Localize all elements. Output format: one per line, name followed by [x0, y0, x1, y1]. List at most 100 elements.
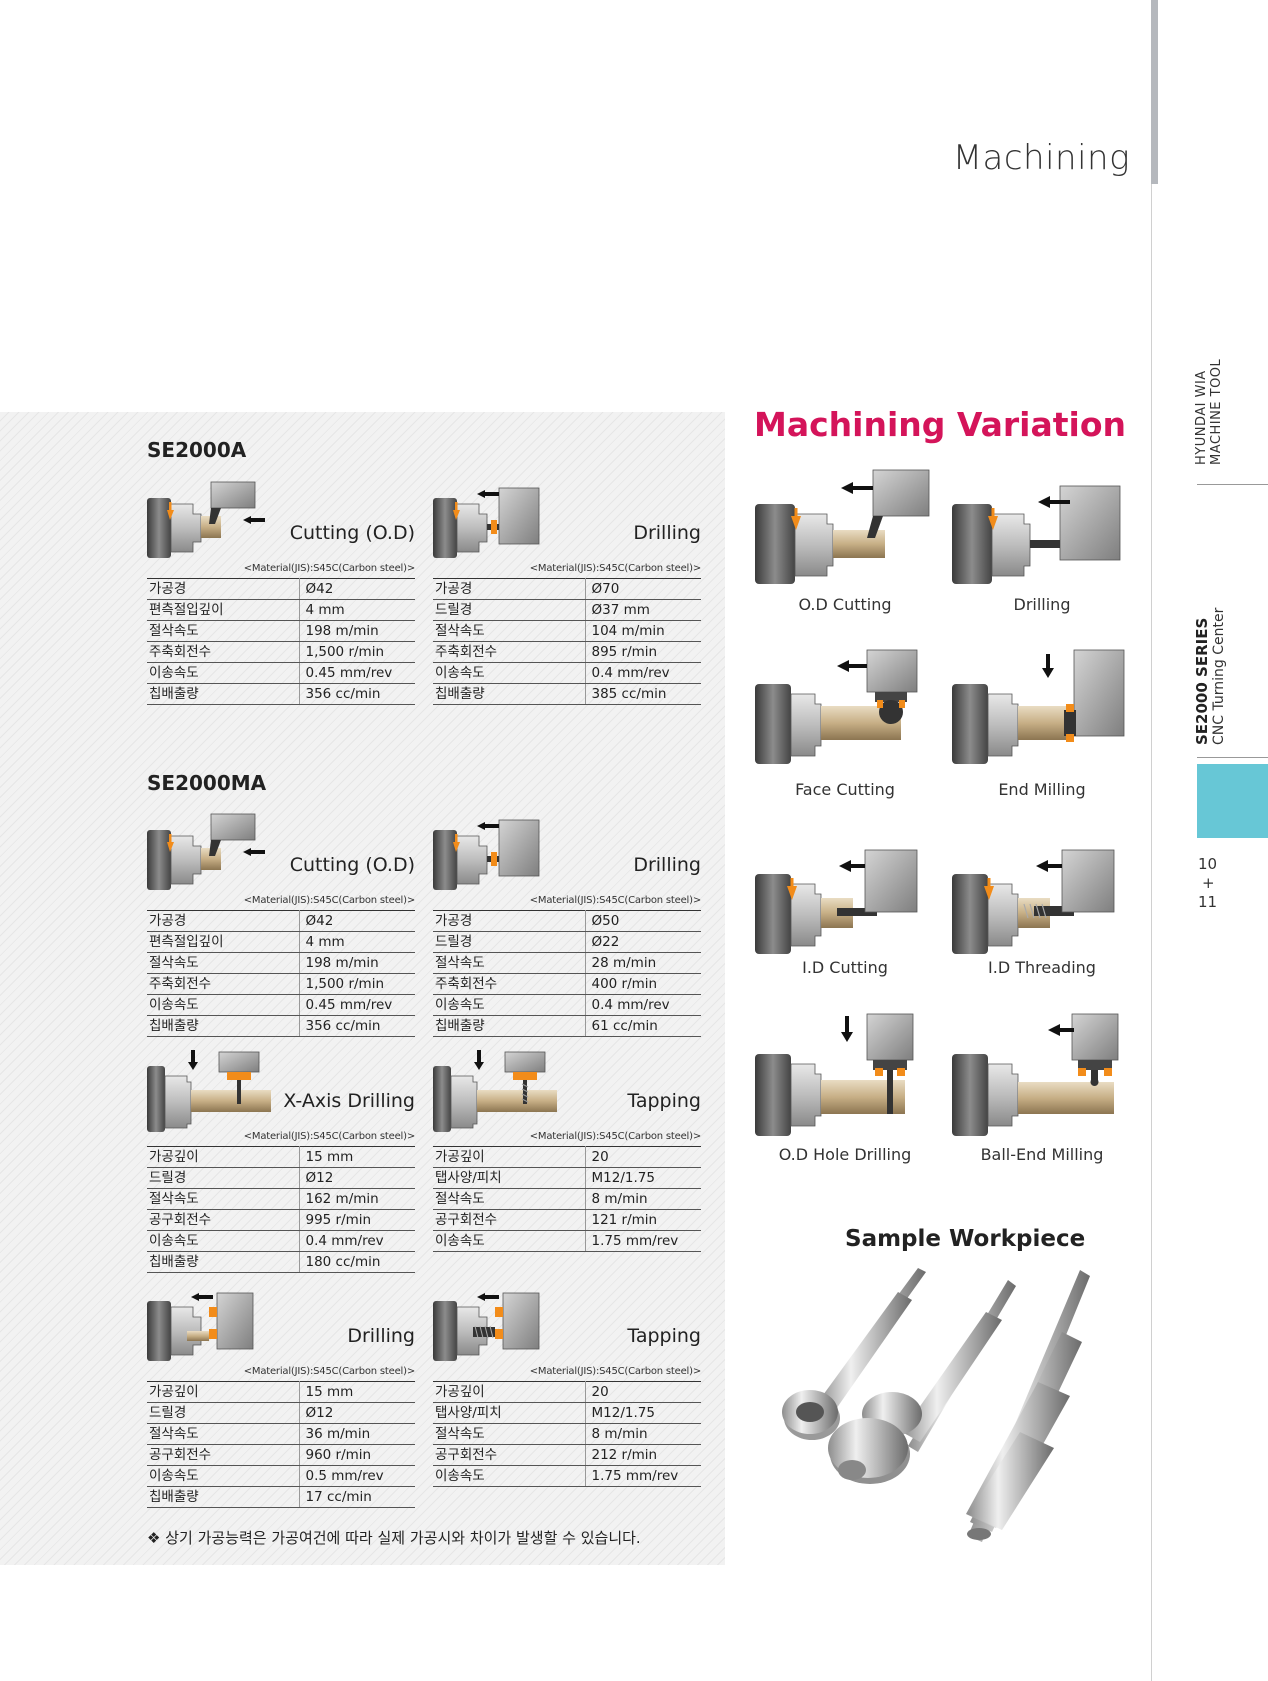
sample-workpiece-image: [782, 1268, 1090, 1542]
spec-value: 0.4 mm/rev: [299, 1230, 415, 1252]
ball-end-milling-illustration: [952, 1013, 1119, 1136]
spec-key: 드릴경: [433, 599, 586, 621]
spec-key: 편측절입깊이: [147, 931, 300, 953]
spec-value: 4 mm: [299, 931, 415, 953]
spec-row: 탭사양/피치 M12/1.75: [433, 1167, 701, 1189]
variation-id-threading: I.D Threading: [952, 848, 1132, 1008]
spec-table: 가공경 Ø50 드릴경 Ø22 절삭속도 28 m/min 주축회전수 400 …: [433, 910, 701, 1037]
variation-label: I.D Threading: [988, 958, 1096, 977]
spec-key: 주축회전수: [147, 641, 300, 663]
material-note: <Material(JIS):S45C(Carbon steel)>: [529, 563, 701, 574]
drilling-illustration: [952, 485, 1121, 584]
spec-row: 이송속도 0.4 mm/rev: [433, 662, 701, 684]
sample-workpiece-title: Sample Workpiece: [845, 1226, 1086, 1252]
spec-key: 칩배출량: [147, 1015, 300, 1037]
spec-key: 절삭속도: [147, 952, 300, 974]
spec-row: 절삭속도 36 m/min: [147, 1423, 415, 1445]
spec-row: 공구회전수 995 r/min: [147, 1209, 415, 1231]
spec-value: 36 m/min: [299, 1423, 415, 1445]
workpiece-1: [782, 1268, 926, 1440]
spec-key: 가공깊이: [147, 1381, 300, 1403]
od-hole-drilling-illustration: [755, 1013, 914, 1136]
operation-name: Cutting (O.D): [289, 522, 415, 544]
spec-row: 편측절입깊이 4 mm: [147, 931, 415, 953]
spec-key: 공구회전수: [147, 1209, 300, 1231]
spec-value: Ø37 mm: [585, 599, 701, 621]
spec-value: 180 cc/min: [299, 1251, 415, 1273]
spec-row: 칩배출량 17 cc/min: [147, 1486, 415, 1508]
spec-key: 절삭속도: [433, 620, 586, 642]
variation-label: End Milling: [998, 780, 1086, 799]
variation-id-cutting: I.D Cutting: [755, 848, 935, 1008]
spec-key: 탭사양/피치: [433, 1167, 586, 1189]
spec-value: 995 r/min: [299, 1209, 415, 1231]
spec-key: 공구회전수: [433, 1444, 586, 1466]
spec-value: 0.4 mm/rev: [585, 662, 701, 684]
series-label: SE2000 SERIES CNC Turning Center: [1193, 608, 1228, 745]
series-subtitle: CNC Turning Center: [1211, 607, 1227, 745]
spec-value: 121 r/min: [585, 1209, 701, 1231]
od-cutting-illustration: [755, 469, 930, 584]
spec-key: 가공경: [147, 578, 300, 600]
spec-key: 가공경: [433, 578, 586, 600]
operation-name: Drilling: [633, 522, 701, 544]
spec-key: 드릴경: [433, 931, 586, 953]
spec-key: 가공깊이: [433, 1381, 586, 1403]
variation-od-cutting: O.D Cutting: [755, 468, 935, 628]
capacity-note: ❖ 상기 가공능력은 가공여건에 따라 실제 가공시와 차이가 발생할 수 있습…: [147, 1529, 641, 1547]
operation-name: X-Axis Drilling: [283, 1090, 415, 1112]
spec-row: 주축회전수 1,500 r/min: [147, 973, 415, 995]
material-note: <Material(JIS):S45C(Carbon steel)>: [243, 895, 415, 906]
spec-row: 드릴경 Ø12: [147, 1167, 415, 1189]
spec-key: 드릴경: [147, 1402, 300, 1424]
spec-table: 가공경 Ø42 편측절입깊이 4 mm 절삭속도 198 m/min 주축회전수…: [147, 578, 415, 705]
spec-row: 이송속도 0.5 mm/rev: [147, 1465, 415, 1487]
spec-key: 절삭속도: [433, 1423, 586, 1445]
spec-row: 절삭속도 8 m/min: [433, 1188, 701, 1210]
spec-table: 가공깊이 15 mm 드릴경 Ø12 절삭속도 36 m/min 공구회전수 9…: [147, 1381, 415, 1508]
spec-value: Ø12: [299, 1402, 415, 1424]
operation-name: Drilling: [633, 854, 701, 876]
workpiece-2: [828, 1280, 1016, 1484]
spec-value: 356 cc/min: [299, 683, 415, 705]
op-cutting-od-a: Cutting (O.D) <Material(JIS):S45C(Carbon…: [147, 480, 415, 710]
spec-value: 17 cc/min: [299, 1486, 415, 1508]
spec-value: 61 cc/min: [585, 1015, 701, 1037]
machining-variation-title: Machining Variation: [754, 405, 1126, 444]
spec-value: Ø70: [585, 578, 701, 600]
spec-row: 가공깊이 20: [433, 1146, 701, 1168]
spec-key: 칩배출량: [147, 1486, 300, 1508]
spec-row: 절삭속도 198 m/min: [147, 952, 415, 974]
spec-key: 공구회전수: [433, 1209, 586, 1231]
spec-row: 가공경 Ø50: [433, 910, 701, 932]
spec-key: 이송속도: [433, 662, 586, 684]
tapping-illustration: [433, 1292, 540, 1361]
variation-ball-end-milling: Ball-End Milling: [952, 1010, 1132, 1170]
spec-key: 공구회전수: [147, 1444, 300, 1466]
x-axis-drilling-illustration: [147, 1050, 271, 1132]
spec-key: 이송속도: [147, 994, 300, 1016]
spec-key: 편측절입깊이: [147, 599, 300, 621]
spec-value: 15 mm: [299, 1381, 415, 1403]
drilling-illustration: [433, 487, 540, 558]
spec-key: 드릴경: [147, 1167, 300, 1189]
spec-key: 이송속도: [147, 1465, 300, 1487]
model-title-se2000ma: SE2000MA: [147, 771, 267, 795]
brand-line-2: MACHINE TOOL: [1209, 358, 1224, 465]
page-numbers: 10 + 11: [1198, 855, 1217, 912]
spec-row: 이송속도 0.4 mm/rev: [147, 1230, 415, 1252]
spec-value: M12/1.75: [585, 1167, 701, 1189]
variation-label: Ball-End Milling: [980, 1145, 1104, 1164]
spec-row: 칩배출량 356 cc/min: [147, 683, 415, 705]
spec-row: 칩배출량 356 cc/min: [147, 1015, 415, 1037]
spec-key: 이송속도: [433, 1230, 586, 1252]
operation-name: Cutting (O.D): [289, 854, 415, 876]
id-cutting-illustration: [755, 849, 918, 954]
page-number-separator: +: [1202, 874, 1215, 892]
header-accent-bar: [1151, 0, 1158, 184]
id-threading-illustration: [952, 849, 1115, 954]
spec-row: 절삭속도 104 m/min: [433, 620, 701, 642]
spec-value: 15 mm: [299, 1146, 415, 1168]
spec-row: 드릴경 Ø22: [433, 931, 701, 953]
spec-key: 절삭속도: [147, 620, 300, 642]
